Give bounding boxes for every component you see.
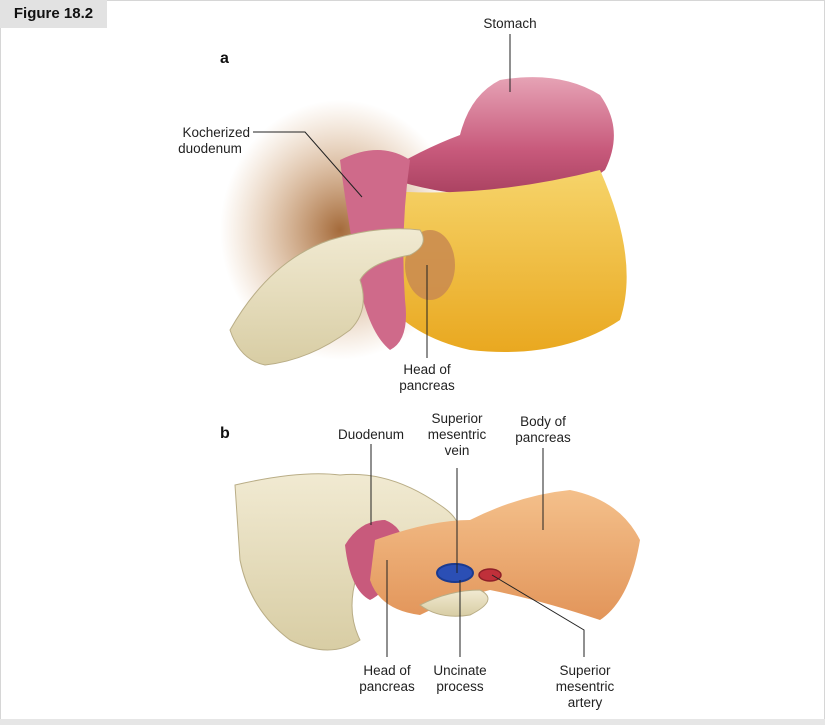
label-kocherized-duodenum: Kocherized duodenum <box>170 125 250 157</box>
label-head-of-pancreas-b: Head of pancreas <box>355 663 419 695</box>
stomach-shape <box>380 77 614 198</box>
panel-b-letter: b <box>220 425 230 442</box>
label-head-b-line1: Head of <box>363 663 411 678</box>
label-smv-line1: Superior <box>431 411 483 426</box>
label-body-line1: Body of <box>520 414 566 429</box>
figure-label: Figure 18.2 <box>0 0 107 28</box>
panel-a-illustration <box>220 77 627 366</box>
smv-vessel <box>436 563 474 583</box>
label-duodenum-b: Duodenum <box>337 427 405 442</box>
label-sma-line3: artery <box>567 695 603 710</box>
panel-a-letter: a <box>220 50 229 67</box>
label-head-of-pancreas-a: Head of pancreas <box>395 362 459 394</box>
finger-b <box>419 589 489 617</box>
label-stomach: Stomach <box>483 16 537 31</box>
bottom-border <box>0 719 825 725</box>
label-body-of-pancreas: Body of pancreas <box>510 414 576 446</box>
label-body-line2: pancreas <box>515 430 571 445</box>
gloved-hand-a <box>229 228 424 366</box>
panel-b-illustration <box>234 473 640 651</box>
leader-sma <box>491 574 585 657</box>
label-sma-line2: mesentric <box>555 679 615 694</box>
label-smv-line2: mesentric <box>427 427 487 442</box>
label-head-b-line2: pancreas <box>359 679 415 694</box>
label-head-a-line1: Head of <box>403 362 451 377</box>
label-uncinate-process: Uncinate process <box>428 663 492 695</box>
label-uncinate-line2: process <box>436 679 484 694</box>
sma-vessel <box>478 568 502 582</box>
label-superior-mesentric-artery: Superior mesentric artery <box>550 663 620 711</box>
label-smv-line3: vein <box>444 443 470 458</box>
label-uncinate-line1: Uncinate <box>433 663 487 678</box>
label-head-a-line2: pancreas <box>399 378 455 393</box>
label-kocherized-line1: Kocherized <box>182 125 250 140</box>
leader-kocherized-duodenum <box>253 131 363 198</box>
label-superior-mesentric-vein: Superior mesentric vein <box>422 411 492 459</box>
pancreas-b-shape <box>370 490 640 620</box>
label-kocherized-line2: duodenum <box>178 141 242 156</box>
label-sma-line1: Superior <box>559 663 611 678</box>
